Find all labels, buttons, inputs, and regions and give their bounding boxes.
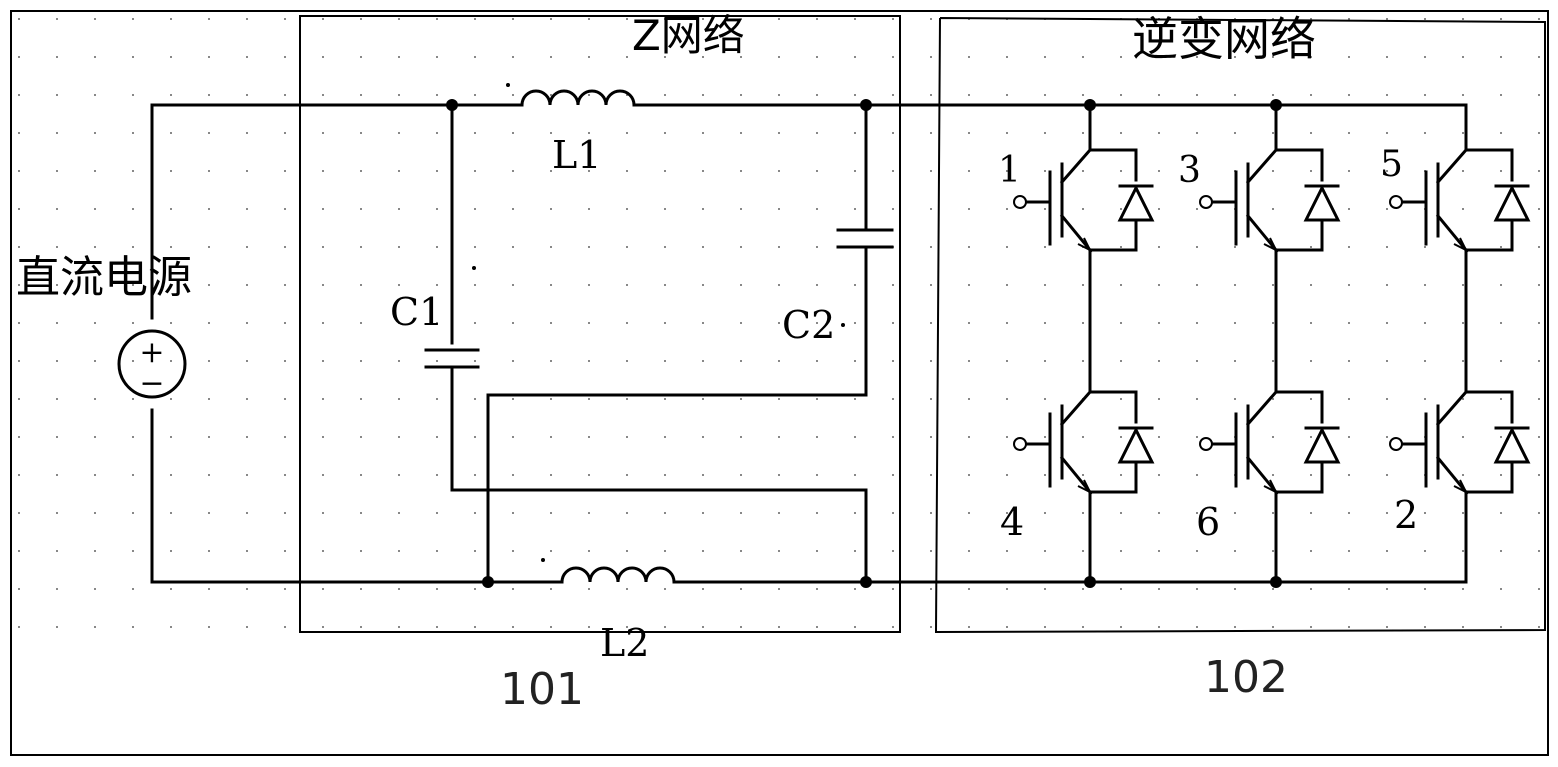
source-plus: +: [139, 335, 164, 370]
switch-label-4: 4: [1000, 500, 1024, 544]
block-102-label: 102: [1204, 652, 1288, 703]
switch-label-6: 6: [1196, 500, 1220, 544]
source-minus: −: [139, 366, 164, 401]
l1-label: L1: [552, 133, 601, 177]
c1-label: C1: [390, 290, 443, 334]
inverter-network-title: 逆变网络: [1132, 12, 1316, 66]
l2-label: L2: [600, 621, 649, 665]
dc-source-label: 直流电源: [16, 252, 192, 303]
node-bottom-c1: [860, 576, 872, 588]
node-bottom-c2: [482, 576, 494, 588]
node-top-c1: [446, 99, 458, 111]
switch-label-1: 1: [998, 150, 1021, 191]
node-top-c2: [860, 99, 872, 111]
z-network-title: Z网络: [632, 11, 745, 60]
switch-label-2: 2: [1394, 493, 1418, 537]
switch-label-5: 5: [1380, 144, 1403, 185]
switch-label-3: 3: [1178, 150, 1201, 191]
block-101-label: 101: [500, 664, 584, 715]
grid-background: [12, 12, 1547, 647]
c2-label: C2: [782, 303, 835, 347]
